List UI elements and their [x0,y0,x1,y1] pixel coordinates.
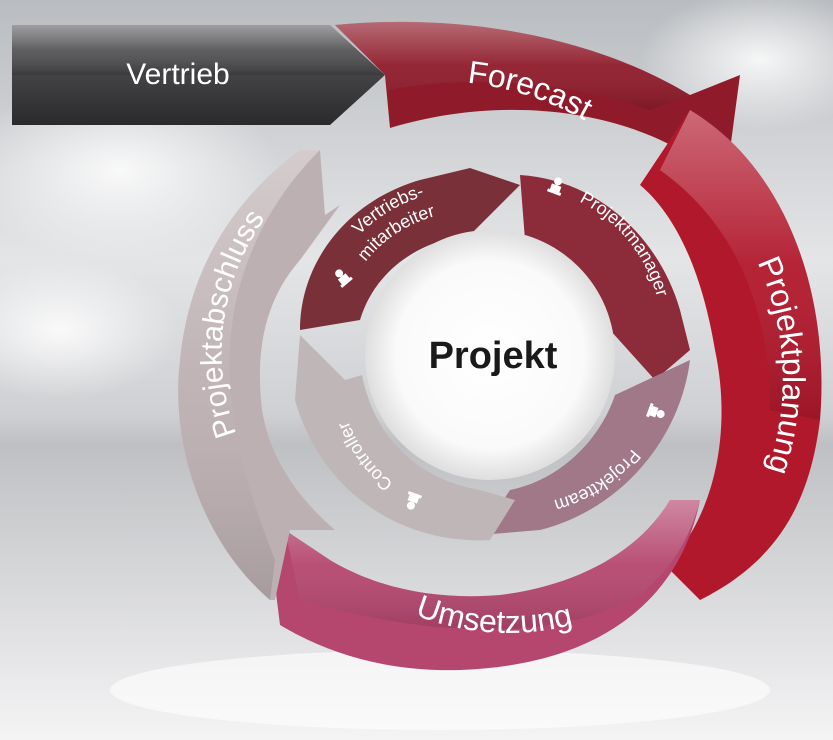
projektmanager-segment [520,175,690,380]
cloud [0,80,280,260]
vertriebsmitarbeiter-segment [300,168,520,330]
inner-ring [295,168,690,541]
projektplanung-arrow: Projektplanung [640,110,822,600]
floor-reflection [110,650,770,730]
person-at-desk-icon [547,177,563,196]
umsetzung-arrow: Umsetzung [275,500,700,671]
person-at-desk-icon [646,403,665,419]
vertrieb-arrow: Vertrieb [12,25,385,125]
center-circle [365,230,615,480]
vertrieb-label: Vertrieb [126,58,229,91]
cloud [0,260,180,400]
controller-segment [295,335,515,541]
projektteam-segment [480,360,690,535]
forecast-arrow: Forecast [335,21,740,185]
projektabschluss-arrow: Projektabschluss [178,150,340,600]
center-title: Projekt [429,335,558,377]
person-at-desk-icon [335,269,353,288]
person-at-desk-icon [406,491,422,510]
